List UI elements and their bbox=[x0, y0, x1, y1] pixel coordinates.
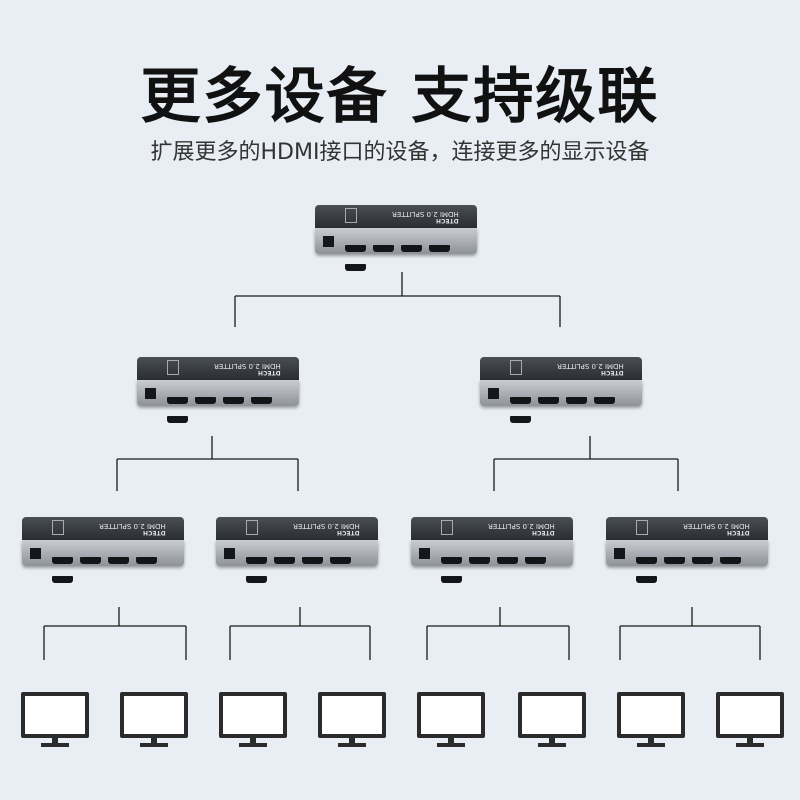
monitor-icon bbox=[417, 692, 485, 748]
splitter-label: HDMI 2.0 SPLITTER bbox=[683, 522, 750, 530]
monitor-icon bbox=[21, 692, 89, 748]
monitor-icon bbox=[219, 692, 287, 748]
splitter-tier3-2: DTECH HDMI 2.0 SPLITTER bbox=[216, 517, 378, 583]
splitter-tier1: DTECH HDMI 2.0 SPLITTER bbox=[315, 205, 477, 271]
monitor-icon bbox=[716, 692, 784, 748]
monitor-icon bbox=[518, 692, 586, 748]
brand-label: DTECH bbox=[337, 529, 360, 536]
brand-label: DTECH bbox=[258, 369, 281, 376]
splitter-label: HDMI 2.0 SPLITTER bbox=[99, 522, 166, 530]
splitter-label: HDMI 2.0 SPLITTER bbox=[557, 362, 624, 370]
subtitle: 扩展更多的HDMI接口的设备，连接更多的显示设备 bbox=[150, 140, 650, 165]
splitter-label: HDMI 2.0 SPLITTER bbox=[214, 362, 281, 370]
brand-label: DTECH bbox=[143, 529, 166, 536]
splitter-tier2-right: DTECH HDMI 2.0 SPLITTER bbox=[480, 357, 642, 423]
brand-label: DTECH bbox=[532, 529, 555, 536]
splitter-tier3-4: DTECH HDMI 2.0 SPLITTER bbox=[606, 517, 768, 583]
splitter-tier3-3: DTECH HDMI 2.0 SPLITTER bbox=[411, 517, 573, 583]
brand-label: DTECH bbox=[436, 217, 459, 224]
splitter-tier3-1: DTECH HDMI 2.0 SPLITTER bbox=[22, 517, 184, 583]
brand-label: DTECH bbox=[601, 369, 624, 376]
splitter-label: HDMI 2.0 SPLITTER bbox=[488, 522, 555, 530]
splitter-tier2-left: DTECH HDMI 2.0 SPLITTER bbox=[137, 357, 299, 423]
splitter-label: HDMI 2.0 SPLITTER bbox=[293, 522, 360, 530]
monitor-icon bbox=[318, 692, 386, 748]
headline: 更多设备 支持级联 bbox=[140, 62, 660, 132]
monitor-icon bbox=[120, 692, 188, 748]
brand-label: DTECH bbox=[727, 529, 750, 536]
splitter-label: HDMI 2.0 SPLITTER bbox=[392, 210, 459, 218]
monitor-icon bbox=[617, 692, 685, 748]
